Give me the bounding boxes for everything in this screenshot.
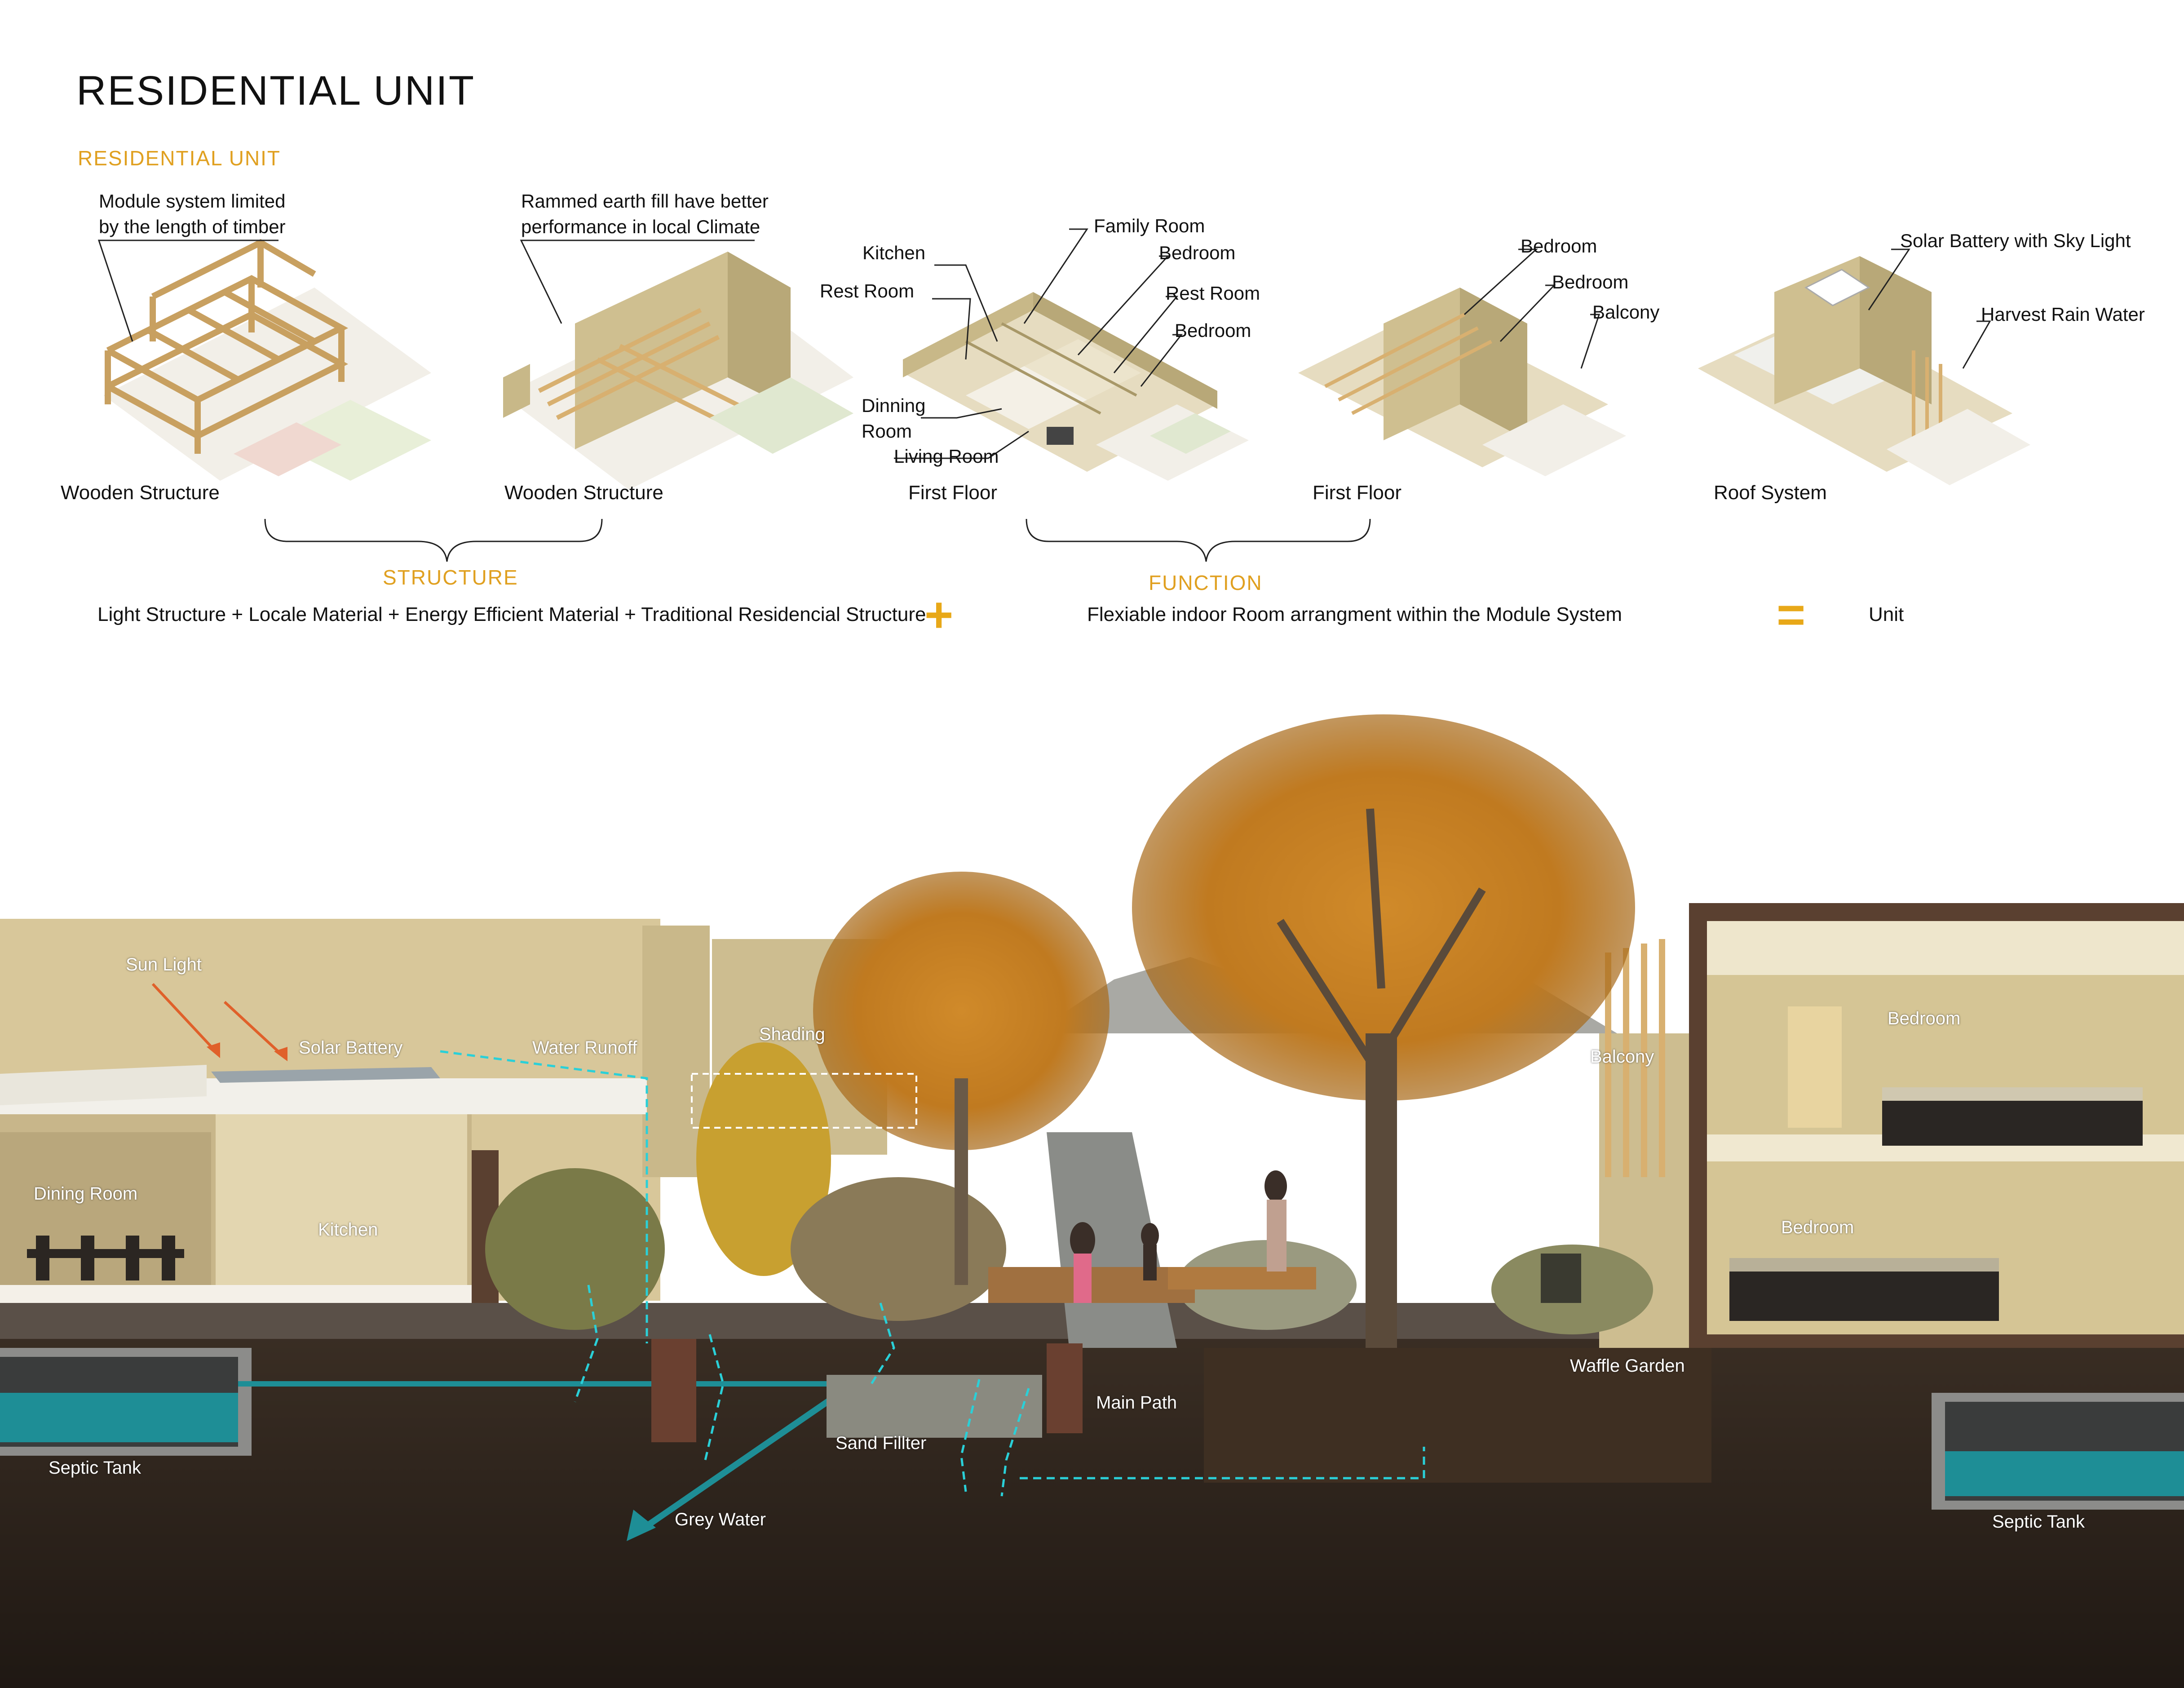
label-bedroom-lower: Bedroom — [1781, 1218, 1854, 1237]
note-rest-room-2: Rest Room — [1166, 283, 1260, 304]
note-balcony: Balcony — [1592, 301, 1660, 323]
label-grey-water: Grey Water — [675, 1510, 766, 1529]
label-septic-tank-right: Septic Tank — [1992, 1512, 2085, 1532]
label-balcony: Balcony — [1590, 1047, 1654, 1067]
label-septic-tank-left: Septic Tank — [49, 1458, 141, 1478]
diagram-wooden-frame-1 — [103, 239, 431, 481]
diagram-first-floor-2 — [1298, 288, 1626, 476]
shading-outline — [691, 1073, 917, 1129]
function-text: Flexiable indoor Room arrangment within … — [1087, 603, 1623, 625]
sand-filter — [827, 1375, 1042, 1438]
note-bedroom-3: Bedroom — [1521, 235, 1597, 257]
result-text: Unit — [1869, 603, 1904, 625]
label-solar-battery: Solar Battery — [299, 1038, 403, 1058]
note-bedroom-2: Bedroom — [1175, 320, 1251, 341]
structure-text: Light Structure + Locale Material + Ener… — [97, 603, 926, 625]
note-bedroom-1: Bedroom — [1159, 242, 1236, 263]
note-living-room: Living Room — [894, 446, 999, 467]
equals-sign: = — [1777, 587, 1806, 642]
note-rest-room-1: Rest Room — [820, 280, 915, 301]
caption-wooden-structure-2: Wooden Structure — [504, 482, 663, 504]
axonometric-diagrams — [97, 228, 2030, 562]
grey-water-arrowhead — [627, 1510, 656, 1541]
label-sand-filter: Sand Fillter — [836, 1433, 927, 1453]
label-water-runoff: Water Runoff — [532, 1038, 637, 1058]
page-title: RESIDENTIAL UNIT — [76, 68, 476, 114]
label-sun-light: Sun Light — [126, 955, 202, 975]
note-kitchen: Kitchen — [862, 242, 926, 263]
diagram-first-floor-1 — [903, 292, 1249, 481]
brick-wall-mid — [1047, 1343, 1083, 1433]
caption-roof-system: Roof System — [1714, 482, 1827, 504]
septic-tank-left — [0, 1348, 252, 1456]
caption-wooden-structure-1: Wooden Structure — [61, 482, 220, 504]
tree-small — [813, 872, 1110, 1285]
label-bedroom-upper: Bedroom — [1888, 1009, 1961, 1028]
label-kitchen: Kitchen — [318, 1220, 378, 1240]
right-building — [1599, 903, 2184, 1348]
label-waffle-garden: Waffle Garden — [1570, 1356, 1685, 1376]
soil — [0, 1330, 2184, 1688]
note-harvest-rain: Harvest Rain Water — [1981, 304, 2145, 325]
label-shading: Shading — [759, 1024, 825, 1044]
septic-tank-right — [1932, 1393, 2184, 1510]
waffle-garden-bed — [1204, 1348, 1711, 1483]
label-main-path: Main Path — [1096, 1393, 1177, 1413]
sun-light-arrows — [151, 983, 284, 1057]
diagram-rammed-earth — [503, 252, 853, 490]
people — [1070, 1170, 1581, 1303]
caption-first-floor-1: First Floor — [908, 482, 997, 504]
caption-first-floor-2: First Floor — [1313, 482, 1401, 504]
section-subtitle: RESIDENTIAL UNIT — [78, 146, 281, 170]
water-runoff-flow — [440, 1050, 1425, 1497]
brick-wall-left — [651, 1339, 696, 1442]
note-bedroom-4: Bedroom — [1552, 271, 1629, 292]
grey-water-arrow — [636, 1381, 855, 1535]
note-solar-battery: Solar Battery with Sky Light — [1900, 230, 2131, 251]
label-dining-room: Dining Room — [34, 1184, 138, 1204]
group-braces — [264, 518, 1371, 562]
diagram-roof-system — [1698, 256, 2030, 485]
note-family-room: Family Room — [1094, 215, 1205, 236]
plus-sign: + — [924, 587, 954, 642]
structure-label: STRUCTURE — [383, 566, 518, 589]
leader-lines — [97, 228, 1991, 459]
tree-large — [1132, 714, 1635, 1348]
function-label: FUNCTION — [1149, 571, 1263, 594]
